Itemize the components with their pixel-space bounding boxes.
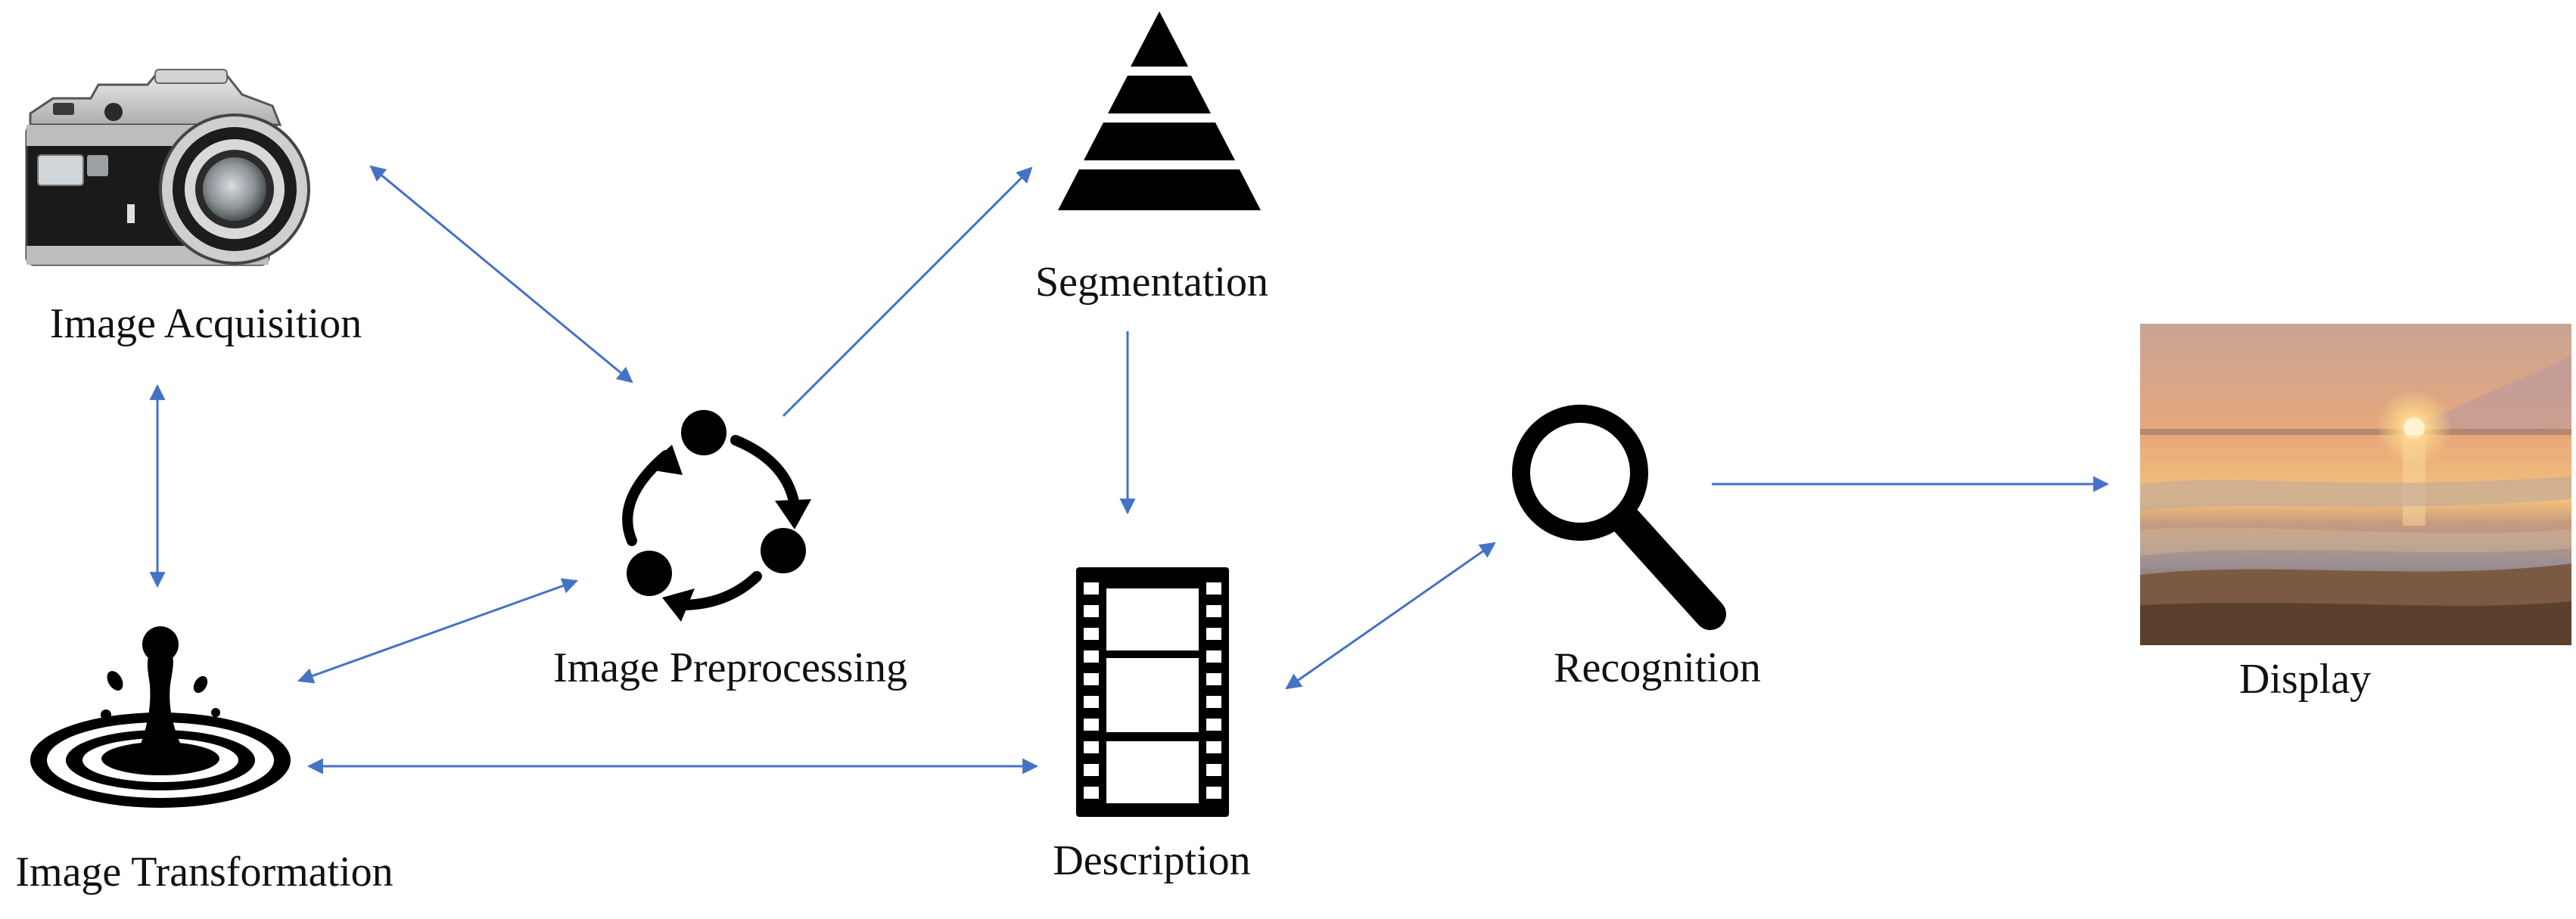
edge-preprocessing-segmentation [782, 166, 1033, 418]
label-recognition: Recognition [1554, 644, 1761, 691]
label-display: Display [2238, 656, 2372, 703]
cycle-arrows-icon [622, 410, 811, 622]
film-strip-icon [1076, 567, 1229, 817]
sunset-photo-icon [2140, 324, 2571, 645]
camera-icon [25, 69, 310, 266]
label-description: Description [1053, 837, 1251, 884]
edge-description-recognition [1285, 542, 1496, 690]
water-drop-ripple-icon [30, 626, 291, 808]
magnifier-icon [1512, 405, 1726, 630]
segmented-pyramid-icon [1058, 11, 1261, 210]
edge-acquisition-preprocessing [369, 165, 633, 383]
label-segmentation: Segmentation [1035, 259, 1268, 306]
edge-preprocessing-transformation [297, 578, 578, 684]
label-image-acquisition: Image Acquisition [49, 300, 362, 347]
arrows [149, 165, 2110, 775]
label-image-preprocessing: Image Preprocessing [552, 644, 908, 691]
label-image-transformation: Image Transformation [15, 849, 394, 896]
